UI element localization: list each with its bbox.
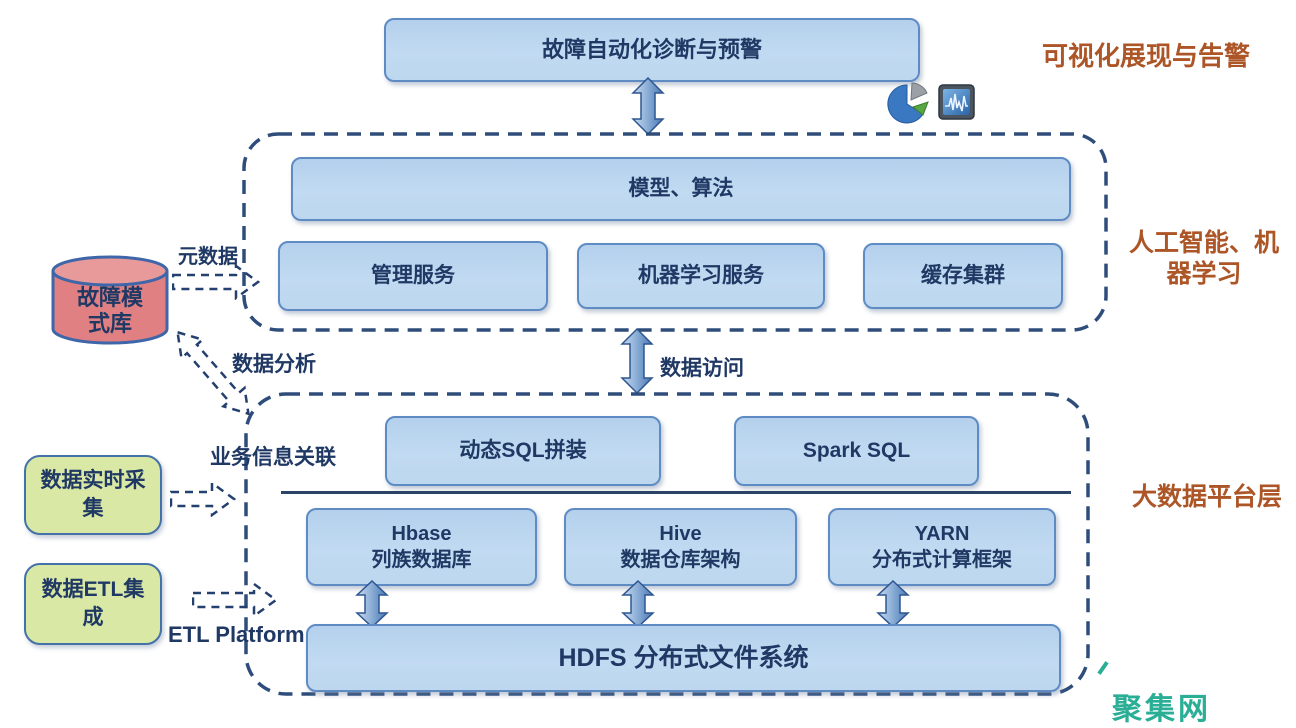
pie-chart-icon: [887, 82, 929, 124]
container-ai-ml: [242, 132, 1108, 332]
fault-pattern-db-cylinder: [51, 255, 169, 345]
node-realtime-collection: 数据实时采集: [24, 455, 162, 535]
dashed-arrow-etl: [192, 582, 278, 618]
watermark-logo: 聚集网: [1112, 693, 1211, 726]
dashed-arrow-metadata: [172, 264, 260, 300]
node-management-service-label: 管理服务: [371, 264, 455, 288]
node-etl-integration: 数据ETL集成: [24, 563, 162, 645]
node-model-algorithm-label: 模型、算法: [628, 177, 734, 201]
edge-label-etl-platform: ETL Platform: [168, 622, 305, 647]
node-yarn-subtitle: 分布式计算框架: [872, 549, 1012, 571]
layer-label-ai-ml: 人工智能、机器学习: [1128, 229, 1279, 289]
node-dynamic-sql: 动态SQL拼装: [385, 416, 661, 486]
node-dynamic-sql-label: 动态SQL拼装: [459, 439, 587, 463]
node-realtime-collection-label: 数据实时采集: [40, 468, 146, 520]
dashed-arrow-data-analysis: [176, 330, 250, 416]
double-arrow-hive-hdfs: [621, 580, 655, 628]
node-spark-sql-label: Spark SQL: [802, 439, 911, 463]
node-fault-diagnosis: 故障自动化诊断与预警: [384, 18, 920, 82]
signal-monitor-icon: [938, 84, 975, 120]
layer-label-bigdata: 大数据平台层: [1131, 483, 1282, 511]
edge-label-data-access: 数据访问: [660, 357, 744, 380]
node-etl-integration-label: 数据ETL集成: [41, 577, 145, 629]
node-ml-service: 机器学习服务: [577, 243, 825, 309]
double-arrow-hbase-hdfs: [355, 580, 389, 628]
watermark-tick: [1097, 661, 1109, 675]
edge-label-metadata: 元数据: [178, 246, 238, 268]
node-hive: Hive 数据仓库架构: [564, 508, 797, 586]
node-cache-cluster-label: 缓存集群: [921, 264, 1005, 288]
node-hbase-title: Hbase: [391, 523, 452, 545]
container-bigdata: [244, 392, 1090, 696]
node-hbase: Hbase 列族数据库: [306, 508, 537, 586]
layer-label-visualization: 可视化展现与告警: [1041, 41, 1250, 71]
double-arrow-yarn-hdfs: [876, 580, 910, 628]
node-model-algorithm: 模型、算法: [291, 157, 1071, 221]
node-hive-title: Hive: [659, 523, 702, 545]
node-spark-sql: Spark SQL: [734, 416, 979, 486]
node-management-service: 管理服务: [278, 241, 548, 311]
double-arrow-vertical-middle: [620, 328, 654, 394]
node-yarn: YARN 分布式计算框架: [828, 508, 1056, 586]
sql-layer-divider: [281, 491, 1071, 494]
node-ml-service-label: 机器学习服务: [638, 264, 764, 288]
node-cache-cluster: 缓存集群: [863, 243, 1063, 309]
node-fault-diagnosis-label: 故障自动化诊断与预警: [541, 36, 762, 62]
node-hive-subtitle: 数据仓库架构: [620, 549, 741, 571]
node-hdfs-label: HDFS 分布式文件系统: [558, 643, 809, 672]
double-arrow-vertical-top: [631, 77, 665, 135]
node-hdfs: HDFS 分布式文件系统: [306, 624, 1061, 692]
dashed-arrow-realtime: [170, 481, 236, 517]
edge-label-business-info: 业务信息关联: [210, 446, 336, 469]
edge-label-data-analysis: 数据分析: [232, 353, 316, 376]
fault-pattern-db-label: 故障模式库: [76, 285, 143, 337]
node-hbase-subtitle: 列族数据库: [371, 549, 472, 571]
node-yarn-title: YARN: [914, 523, 970, 545]
